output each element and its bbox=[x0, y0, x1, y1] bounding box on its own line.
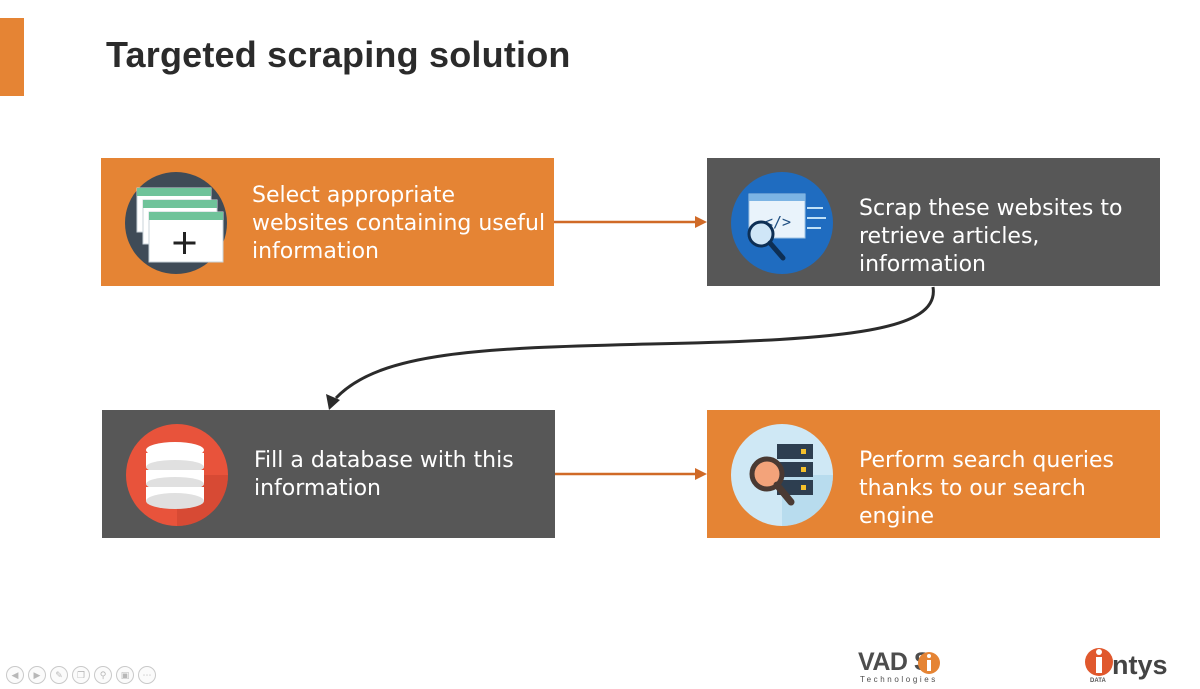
play-icon[interactable]: ▶ bbox=[28, 666, 46, 684]
browser-windows-add-icon bbox=[125, 172, 227, 274]
step-label: Fill a database with this information bbox=[254, 448, 514, 501]
intys-logo-sub: DATA bbox=[1090, 678, 1106, 684]
step-select-websites: Select appropriate websites containing u… bbox=[101, 158, 554, 286]
intys-logo: ntys DATA bbox=[1084, 642, 1174, 688]
arrow-fill-to-search bbox=[555, 468, 707, 480]
vadis-logo-mark bbox=[918, 652, 940, 674]
zoom-icon[interactable]: ⚲ bbox=[94, 666, 112, 684]
more-icon[interactable]: ⋯ bbox=[138, 666, 156, 684]
step-fill-database: Fill a database with this information bbox=[102, 410, 555, 538]
arrow-scrap-to-fill bbox=[326, 286, 935, 410]
slide-nav-controls: ◀ ▶ ✎ ❐ ⚲ ▣ ⋯ bbox=[6, 666, 156, 684]
vadis-logo: VAD S Technologies bbox=[858, 648, 958, 686]
arrow-select-to-scrap bbox=[554, 216, 707, 228]
database-icon bbox=[126, 424, 228, 526]
pen-icon[interactable]: ✎ bbox=[50, 666, 68, 684]
accent-bar bbox=[0, 18, 24, 96]
step-label: Perform search queries thanks to our sea… bbox=[859, 448, 1115, 529]
intys-logo-mark bbox=[1085, 648, 1113, 676]
screen-icon[interactable]: ▣ bbox=[116, 666, 134, 684]
step-label: Select appropriate websites containing u… bbox=[252, 183, 546, 264]
step-label: Scrap these websites to retrieve article… bbox=[859, 196, 1123, 277]
copy-icon[interactable]: ❐ bbox=[72, 666, 90, 684]
prev-icon[interactable]: ◀ bbox=[6, 666, 24, 684]
vadis-logo-sub: Technologies bbox=[860, 675, 938, 684]
server-search-icon bbox=[731, 424, 833, 526]
step-search-queries: Perform search queries thanks to our sea… bbox=[707, 410, 1160, 538]
step-scrap-websites: </> Scrap these websites to retrieve art… bbox=[707, 158, 1160, 286]
code-magnifier-icon: </> bbox=[731, 172, 833, 274]
intys-logo-name: ntys bbox=[1112, 650, 1168, 680]
slide-title: Targeted scraping solution bbox=[106, 34, 571, 75]
